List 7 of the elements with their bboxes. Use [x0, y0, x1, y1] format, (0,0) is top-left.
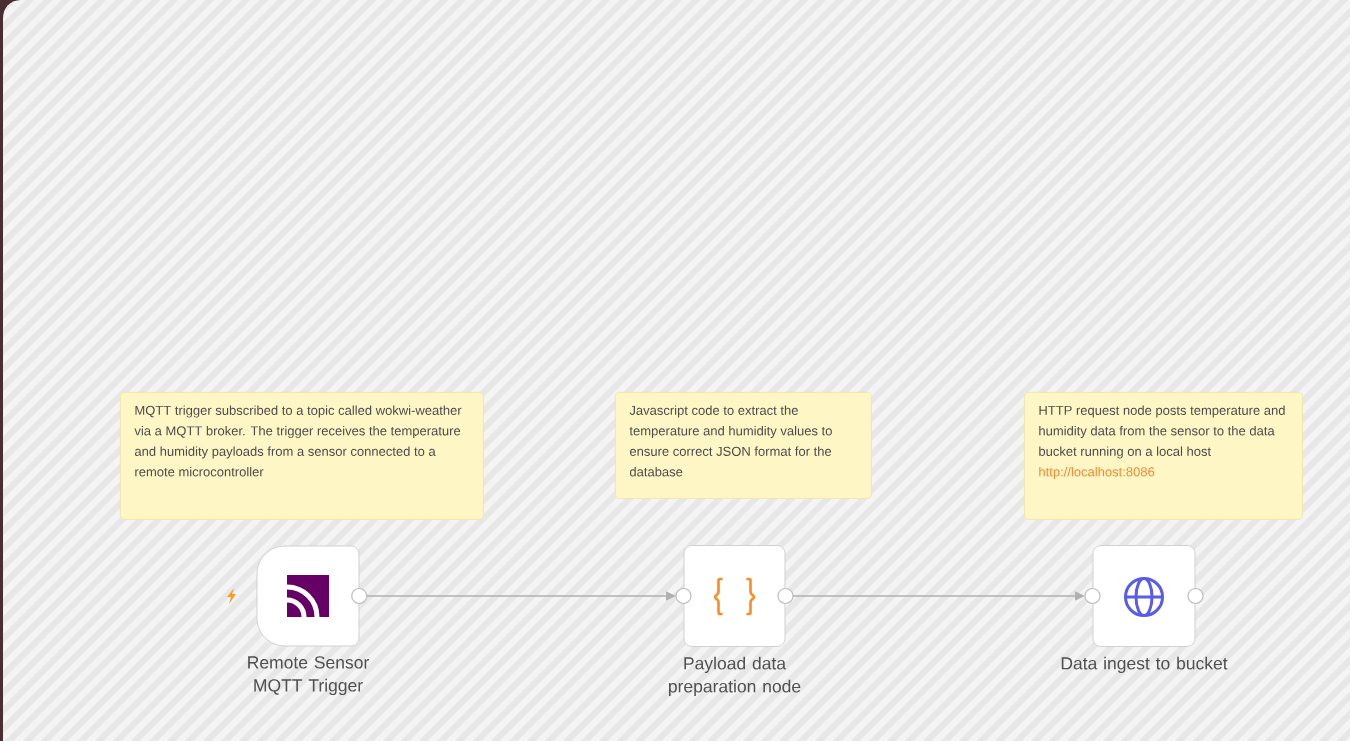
- sticky-note: HTTP request node posts temperature and humidity data from the sensor to the data bucket running on a local host http://localhost:8086: [1024, 392, 1303, 520]
- node-label: Payload data preparation node: [669, 656, 801, 696]
- node-label: Data ingest to bucket: [1061, 656, 1228, 673]
- sticky-note: Javascript code to extract the temperature and humidity values to ensure correct JSON format for the database: [615, 392, 872, 499]
- link: http://localhost:8086: [1039, 466, 1155, 479]
- node-label: Remote Sensor MQTT Trigger: [248, 656, 369, 696]
- sticky-note: MQTT trigger subscribed to a topic called wokwi-weather via a MQTT broker. The trigger receives the temperature and humidity payloads from a sensor connected to a remote microcontroller: [120, 392, 484, 520]
